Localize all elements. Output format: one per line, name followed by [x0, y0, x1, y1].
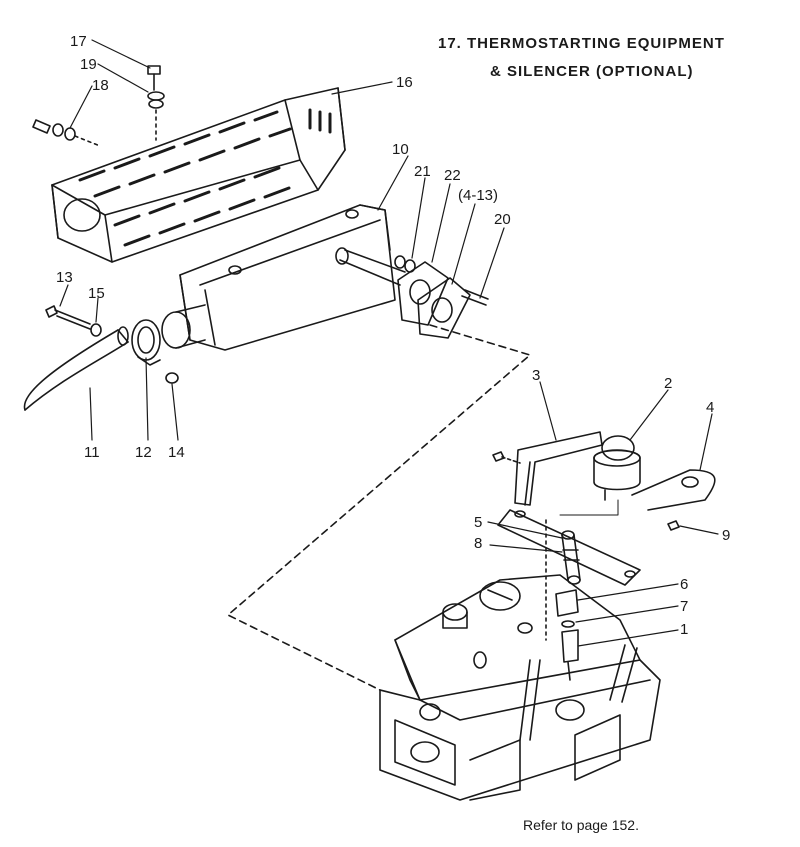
- reference-note: Refer to page 152.: [523, 817, 639, 833]
- callout-21: 21: [414, 163, 431, 180]
- diagram-title-line1: 17. THERMOSTARTING EQUIPMENT: [438, 35, 725, 52]
- callout-16: 16: [396, 74, 413, 91]
- washer-19: [147, 91, 165, 109]
- callout-5: 5: [474, 514, 482, 531]
- washer-15: [90, 323, 102, 337]
- gasket-4-13: [417, 277, 471, 339]
- bolt-13: [45, 305, 91, 330]
- bolt-18: [32, 119, 101, 147]
- bracket-part-3: [514, 431, 603, 506]
- callout-20: 20: [494, 211, 511, 228]
- callout-7: 7: [680, 598, 688, 615]
- cylinder-head: [379, 574, 661, 801]
- callout-11: 11: [84, 444, 100, 461]
- tail-pipe-part-11: [23, 326, 129, 411]
- thermostart-plug-part-1: [561, 629, 579, 681]
- screw-9: [667, 520, 680, 531]
- callout-14: 14: [168, 444, 185, 461]
- callout-9: 9: [722, 527, 730, 544]
- callout-17: 17: [70, 33, 87, 50]
- callout-4: 4: [706, 399, 714, 416]
- union-part-6: [555, 589, 579, 617]
- clip-part-4: [631, 469, 716, 511]
- callout-4-13: (4-13): [458, 187, 498, 204]
- callout-6: 6: [680, 576, 688, 593]
- callout-2: 2: [664, 375, 672, 392]
- bolt-17: [147, 65, 161, 91]
- callout-22: 22: [444, 167, 461, 184]
- nut-14: [165, 372, 179, 384]
- silencer-cover-part-16: [51, 87, 346, 263]
- callout-13: 13: [56, 269, 73, 286]
- diagram-title-line2: & SILENCER (OPTIONAL): [490, 63, 694, 80]
- reservoir-part-2: [593, 435, 641, 501]
- callout-10: 10: [392, 141, 409, 158]
- washer-part-7: [561, 620, 575, 628]
- callout-1: 1: [680, 621, 688, 638]
- callout-3: 3: [532, 367, 540, 384]
- callout-19: 19: [80, 56, 97, 73]
- callout-8: 8: [474, 535, 482, 552]
- screw-3: [492, 451, 521, 464]
- stud-20: [461, 289, 489, 306]
- callout-12: 12: [135, 444, 152, 461]
- callout-15: 15: [88, 285, 105, 302]
- silencer-part-10: [161, 204, 406, 351]
- nut-21: [394, 255, 416, 273]
- callout-18: 18: [92, 77, 109, 94]
- fuel-pipe-part-5: [561, 530, 581, 585]
- pipe-plate: [497, 509, 641, 586]
